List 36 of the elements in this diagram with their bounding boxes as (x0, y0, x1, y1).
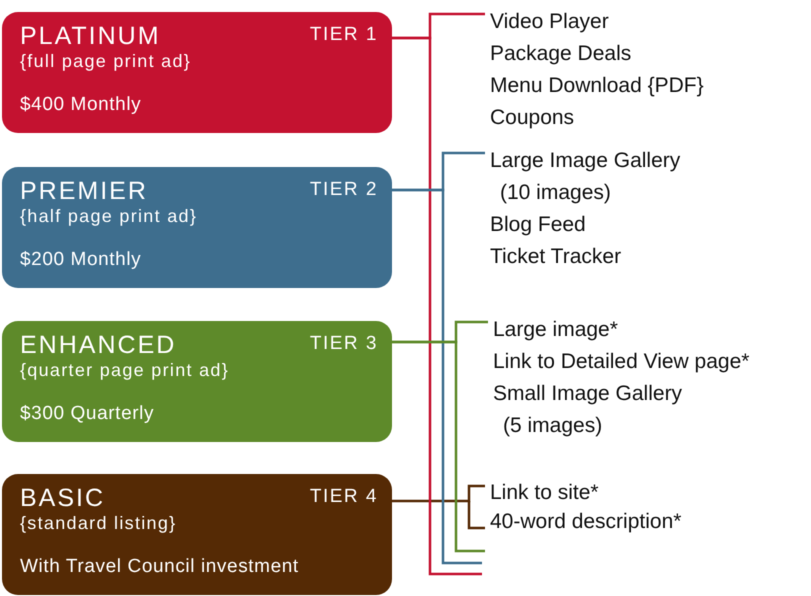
connector-line (392, 340, 485, 552)
feature-item: Video Player (490, 9, 610, 35)
ad-size: {quarter page print ad} (20, 360, 230, 381)
price: With Travel Council investment (20, 556, 299, 578)
feature-item: 40-word description* (490, 509, 682, 535)
feature-item: Coupons (490, 105, 576, 131)
tier-number: TIER 2 (310, 179, 378, 201)
feature-item: Link to Detailed View page* (493, 349, 750, 375)
price: $400 Monthly (20, 94, 142, 116)
tier-number: TIER 4 (310, 486, 378, 508)
connector-line (392, 36, 482, 576)
feature-item: Small Image Gallery (5 images) (493, 381, 684, 439)
feature-item: Ticket Tracker (490, 244, 622, 270)
tier-number: TIER 3 (310, 333, 378, 355)
tier-name: BASIC (20, 484, 106, 513)
tier-box (2, 321, 392, 442)
feature-item: Large image* (493, 317, 619, 343)
price: $200 Monthly (20, 249, 142, 271)
feature-item: Package Deals (490, 41, 632, 67)
connector-line (392, 484, 485, 502)
feature-item: Large Image Gallery (10 images) (490, 148, 682, 206)
feature-item: Blog Feed (490, 212, 587, 238)
connector-line (392, 188, 482, 564)
ad-size: {full page print ad} (20, 51, 192, 72)
tier-box (2, 167, 392, 288)
tier-name: ENHANCED (20, 331, 176, 360)
feature-item: Link to site* (490, 480, 600, 506)
tier-name: PREMIER (20, 177, 148, 206)
ad-size: {standard listing} (20, 513, 176, 534)
tier-name: PLATINUM (20, 22, 161, 51)
tier-number: TIER 1 (310, 24, 378, 46)
ad-size: {half page print ad} (20, 206, 198, 227)
tier-box (2, 12, 392, 133)
price: $300 Quarterly (20, 403, 154, 425)
feature-item: Menu Download {PDF} (490, 73, 704, 99)
tier-box (2, 474, 392, 595)
